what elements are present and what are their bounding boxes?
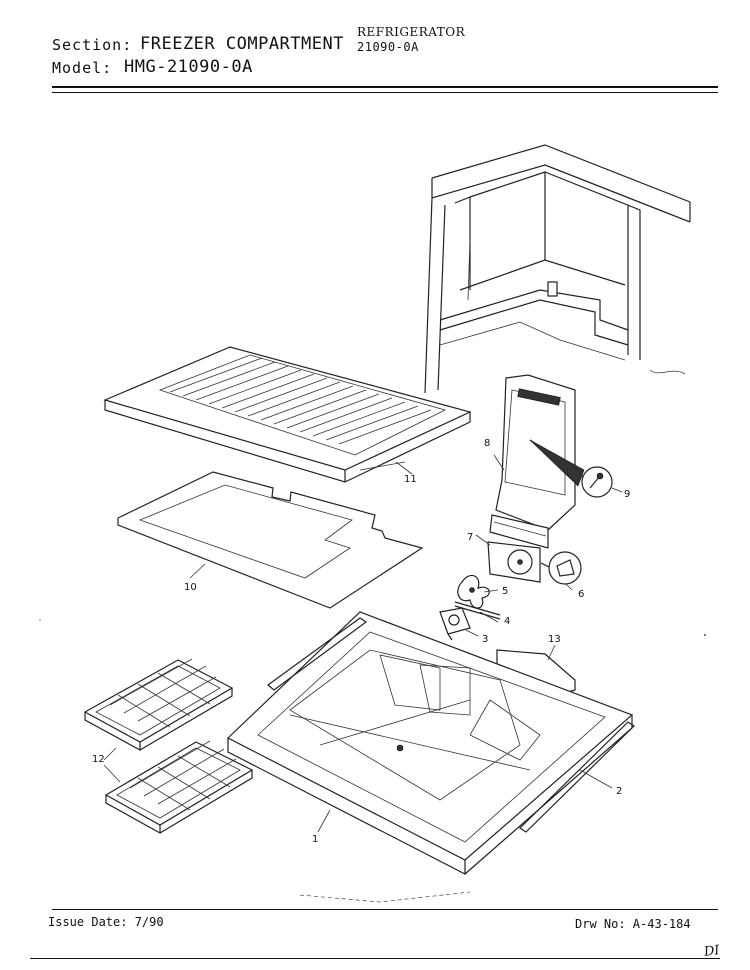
product-name: REFRIGERATOR xyxy=(357,25,466,39)
callout-12: 12 xyxy=(92,754,105,765)
callout-13: 13 xyxy=(548,634,561,645)
part-6-housing xyxy=(548,551,582,585)
part-7-bracket xyxy=(487,541,556,583)
footer-rule-top xyxy=(52,909,718,910)
section-label: Section: xyxy=(52,36,133,54)
callout-7: 7 xyxy=(467,532,473,543)
product-number: 21090-0A xyxy=(357,40,419,54)
callout-4: 4 xyxy=(504,616,510,627)
cabinet-drawing xyxy=(424,144,691,394)
callout-8: 8 xyxy=(484,438,490,449)
model-value: HMG-21090-0A xyxy=(124,57,253,77)
speck-mark xyxy=(704,634,706,636)
leader-lines xyxy=(103,454,623,833)
drawing-number: Drw No: A-43-184 xyxy=(575,917,691,931)
part-5-fan-blade xyxy=(457,574,490,609)
speck-mark xyxy=(39,619,41,621)
header-rule-bottom xyxy=(52,92,718,93)
callout-2: 2 xyxy=(616,786,622,797)
part-1-base xyxy=(226,611,634,903)
callout-5: 5 xyxy=(502,586,508,597)
callout-9: 9 xyxy=(624,489,630,500)
part-10-liner xyxy=(117,471,424,609)
part-2-rail xyxy=(267,617,635,833)
callout-11: 11 xyxy=(404,474,417,485)
part-9-screw xyxy=(581,466,613,498)
callout-3: 3 xyxy=(482,634,488,645)
part-12-ice-trays xyxy=(83,658,254,835)
footer-rule-bottom xyxy=(30,958,720,959)
part-11-shelf xyxy=(103,346,472,483)
callout-1: 1 xyxy=(312,834,318,845)
callout-10: 10 xyxy=(184,582,197,593)
model-label: Model: xyxy=(52,59,113,77)
part-8-cover xyxy=(489,374,589,549)
callout-6: 6 xyxy=(578,589,584,600)
header-rule-top xyxy=(52,86,718,88)
part-3-motor xyxy=(439,607,471,641)
issue-date: Issue Date: 7/90 xyxy=(48,915,164,929)
section-value: FREEZER COMPARTMENT xyxy=(140,34,344,54)
